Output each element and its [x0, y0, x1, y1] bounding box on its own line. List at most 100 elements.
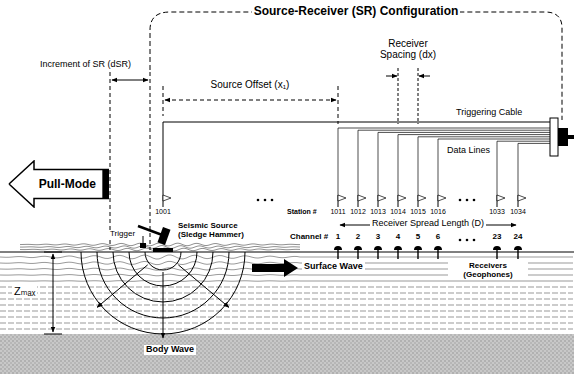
arrow-bar: [102, 170, 108, 199]
station-flag: [438, 195, 446, 201]
data-line: [338, 128, 550, 195]
data-lines: [338, 128, 550, 195]
label: 4: [396, 233, 400, 242]
station-flag: [497, 195, 505, 201]
label: 2: [356, 233, 360, 242]
data-line: [358, 130, 550, 195]
dimension-line: [418, 68, 419, 124]
geophone-spike: [496, 250, 497, 259]
soil-layer: [0, 329, 573, 330]
geophone-spike: [357, 250, 358, 259]
station-flags: [163, 195, 526, 207]
data-line: [518, 143, 550, 195]
label: Increment of SR (dSR): [40, 60, 131, 70]
label: 1016: [430, 208, 446, 216]
geophone: [493, 246, 501, 250]
sr-bracket: [150, 12, 562, 120]
geophone: [354, 246, 362, 250]
label: Source Offset (x₁): [209, 79, 292, 90]
dimension-line: [110, 72, 111, 250]
ray-arrow: [163, 272, 164, 338]
soil-layer: [0, 287, 573, 288]
label: 1034: [510, 208, 526, 216]
geophone-spike: [517, 250, 518, 259]
label: Zₘₐₓ: [12, 285, 37, 297]
dimension-arrow: [53, 254, 54, 332]
label: 24: [514, 233, 523, 242]
soil-layer: [0, 255, 573, 259]
soil-layer: [0, 311, 573, 312]
label: Surface Wave: [302, 262, 365, 272]
label: 3: [376, 233, 380, 242]
pull-mode-arrow: Pull-Mode: [8, 160, 109, 208]
geophone: [374, 246, 382, 250]
label: 1033: [489, 208, 505, 216]
connector: [558, 128, 568, 146]
label: Receivers (Geophones): [448, 262, 528, 280]
label: Triggering Cable: [456, 108, 522, 118]
geophone: [434, 246, 442, 250]
surface-ripple: [20, 243, 300, 246]
station-flag: [338, 195, 346, 201]
soil-layer: [0, 299, 573, 300]
dimension-line: [150, 72, 151, 250]
dimension-line: [44, 252, 62, 253]
half-space: [0, 334, 574, 374]
label: Channel #: [290, 233, 328, 242]
label: Station #: [287, 208, 317, 216]
station-flag: [358, 195, 366, 201]
ground-surface: [0, 252, 574, 253]
geophone-spike: [337, 250, 338, 259]
geophone: [334, 246, 342, 250]
surface-ripple: [20, 246, 300, 249]
title: Source-Receiver (SR) Configuration: [252, 5, 461, 18]
label: 5: [416, 233, 420, 242]
dimension-arrow: [165, 100, 336, 101]
soil-layer: [0, 293, 573, 294]
dimension-line: [163, 86, 164, 116]
trigger-cable: [163, 122, 552, 195]
dimension-line: [398, 68, 399, 124]
geophone: [514, 246, 522, 250]
label: Body Wave: [144, 345, 196, 355]
dimension-arrow: [419, 76, 430, 77]
sledge-hammer: [138, 226, 173, 252]
arrow-outline: [9, 161, 108, 207]
body-wave-fronts: [81, 252, 245, 338]
ray-arrow: [97, 265, 148, 307]
label: 1012: [350, 208, 366, 216]
station-flag: [378, 195, 386, 201]
wave-front: [145, 252, 181, 270]
data-line: [378, 132, 550, 195]
label: Trigger: [108, 230, 137, 239]
label: 1: [336, 233, 340, 242]
label: Receiver Spacing (dx): [370, 38, 446, 60]
station-flag: [418, 195, 426, 201]
main-cable: [568, 135, 574, 139]
data-line: [497, 141, 550, 195]
label: 23: [493, 233, 502, 242]
dimension-line: [338, 86, 339, 124]
soil-layers: [0, 243, 573, 329]
geophones: [334, 246, 522, 259]
dimension-arrow: [112, 80, 148, 81]
label: 1001: [155, 208, 171, 216]
ray-arrow: [178, 265, 229, 307]
dimension-arrow: [386, 76, 397, 77]
label: 1014: [390, 208, 406, 216]
label: 1011: [330, 208, 345, 216]
label: 1015: [410, 208, 426, 216]
label: Data Lines: [447, 146, 490, 156]
geophone: [414, 246, 422, 250]
soil-layer: [0, 305, 573, 306]
label: 6: [436, 233, 440, 242]
label: 1013: [370, 208, 386, 216]
station-flag: [398, 195, 406, 201]
label: Seismic Source (Sledge Hammer): [178, 222, 268, 240]
geophone-spike: [437, 250, 438, 259]
label: Receiver Spread Length (D): [370, 219, 486, 229]
station-flag: [163, 195, 171, 201]
node-text: Pull-Mode: [39, 177, 96, 191]
geophone-spike: [397, 250, 398, 259]
data-line: [398, 135, 550, 195]
